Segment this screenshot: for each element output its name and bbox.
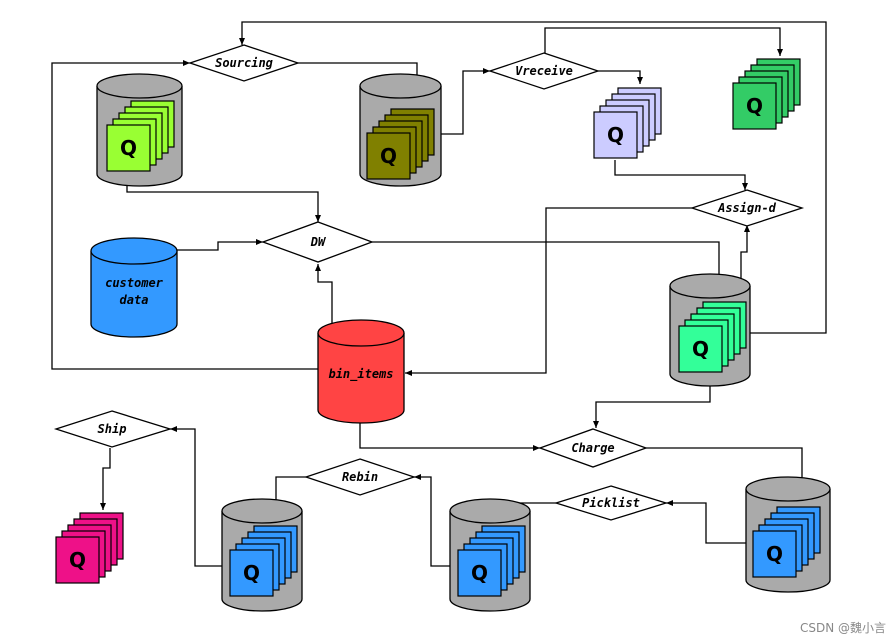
queue-blue-mid-cylinder-top [449, 498, 531, 524]
edge-bin-to-dw [315, 264, 333, 323]
queue-blue-mid-card [457, 549, 502, 597]
queue-lime: Q [96, 73, 183, 187]
queue-lime-card [106, 124, 151, 172]
edge-queue-to-rebin [414, 474, 450, 567]
assign-d-node: Assign-d [689, 189, 805, 227]
queue-olive-card [366, 132, 411, 180]
edge-bin-to-sourcing [51, 60, 318, 370]
queue-blue-left-cylinder-top [221, 498, 303, 524]
queue-mint-cylinder-top [669, 273, 751, 299]
queue-olive-label: Q [380, 144, 397, 168]
edge-mint-to-charge [593, 386, 711, 428]
edge-vreceive-to-lavender [598, 70, 643, 84]
bin-items-cylinder [317, 333, 405, 424]
edge-bin-to-charge [359, 422, 540, 451]
queue-lavender-card [593, 111, 638, 159]
queue-blue-mid-label: Q [471, 561, 488, 585]
process-nodes: Sourcing Vreceive Assign-d DW Charge Reb… [53, 44, 805, 521]
queue-magenta-label: Q [69, 548, 86, 572]
queue-olive: Q [359, 73, 442, 187]
picklist-label: Picklist [582, 496, 640, 510]
edge-mint-to-assign [740, 225, 750, 286]
dw-label: DW [310, 235, 327, 249]
queue-blue-mid: Q [449, 498, 531, 612]
edge-olive-to-vreceive [440, 68, 490, 135]
queue-lime-cylinder-top [96, 73, 183, 99]
queue-mint-card [678, 325, 723, 373]
queue-magenta: Q [55, 512, 124, 584]
queues: Q Q Q Q Q Q Q Q Q [55, 58, 831, 612]
queue-magenta-card [55, 536, 100, 584]
bin-items-db: bin_items [317, 319, 405, 424]
watermark: CSDN @魏小言 [800, 620, 886, 635]
queue-green: Q [732, 58, 801, 130]
customer-data-label-2: data [120, 293, 149, 307]
sourcing-node: Sourcing [187, 44, 301, 82]
edge-lavender-to-assign [614, 160, 748, 190]
queue-mint: Q [669, 273, 751, 387]
queue-lavender-label: Q [607, 123, 624, 147]
customer-data-db: customer data [90, 237, 178, 338]
edge-vreceive-to-green [544, 27, 783, 56]
rebin-node: Rebin [303, 458, 417, 496]
edge-assign-to-bin [405, 207, 692, 376]
queue-blue-right-label: Q [766, 542, 783, 566]
queue-blue-left-card [229, 549, 274, 597]
queue-blue-left-label: Q [243, 561, 260, 585]
ship-label: Ship [98, 422, 127, 436]
queue-blue-right-cylinder-top [745, 476, 831, 502]
edge-queue-to-ship [170, 426, 222, 567]
vreceive-node: Vreceive [487, 52, 601, 90]
customer-data-cylinder [90, 251, 178, 338]
queue-olive-cylinder-top [359, 73, 442, 99]
charge-label: Charge [571, 441, 614, 455]
rebin-label: Rebin [342, 470, 378, 484]
edge-queue-to-picklist [666, 500, 746, 544]
edge-loop-to-sourcing [239, 21, 827, 334]
ship-node: Ship [53, 410, 173, 448]
charge-node: Charge [538, 428, 648, 468]
queue-green-label: Q [746, 94, 763, 118]
dw-node: DW [261, 221, 374, 263]
edge-ship-to-magenta [100, 448, 111, 510]
edge-customer-to-dw [176, 239, 263, 251]
queue-green-card [732, 82, 777, 130]
picklist-node: Picklist [553, 485, 669, 521]
queue-mint-label: Q [692, 337, 709, 361]
bin-items-label: bin_items [328, 367, 393, 382]
assign-d-label: Assign-d [717, 201, 777, 215]
queue-blue-right-card [752, 530, 797, 578]
queue-blue-right: Q [745, 476, 831, 593]
queue-blue-left: Q [221, 498, 303, 612]
sourcing-label: Sourcing [215, 56, 273, 70]
queue-lime-label: Q [120, 136, 137, 160]
customer-data-label-1: customer [105, 276, 164, 290]
queue-lavender: Q [593, 87, 662, 159]
vreceive-label: Vreceive [515, 64, 573, 78]
